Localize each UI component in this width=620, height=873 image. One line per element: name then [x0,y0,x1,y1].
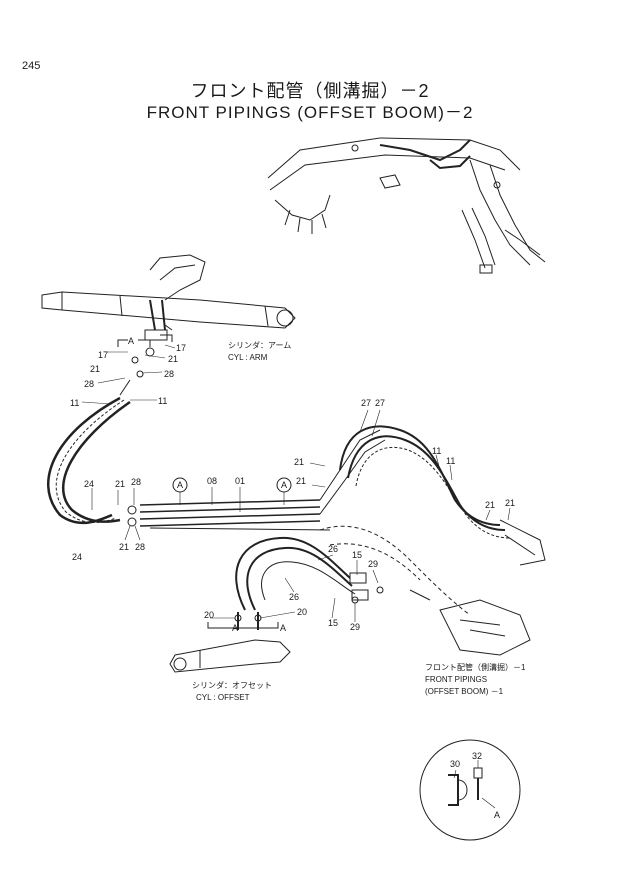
callout-circle-a2 [276,477,292,493]
reference-layout [409,589,531,656]
callout-27a: 27 [361,398,371,408]
page-number: 245 [22,60,41,72]
captions: シリンダ：アーム CYL : ARM シリンダ：オフセット CYL : OFFS… [192,340,526,702]
callout-a3: A [232,623,238,633]
caption-ref-jp: フロント配管（側溝掘）－1 [425,662,526,672]
callout-21g: 21 [485,500,495,510]
offset-boom-outline [319,525,471,616]
leader-lines [81,344,511,809]
offset-cylinder [169,612,291,673]
callout-30: 30 [450,759,460,769]
right-boom-end [499,519,546,566]
title-japanese: フロント配管（側溝掘）－2 [190,81,430,101]
callout-11c: 11 [432,446,441,456]
arm-fitting-detail [117,324,173,396]
callout-15b: 15 [328,618,338,628]
callout-24b: 24 [72,552,82,562]
callout-21h: 21 [505,498,515,508]
callout-17b: 17 [176,343,186,353]
callout-a4: A [280,623,286,633]
callout-circle-a1 [172,477,188,493]
callout-a1: A [177,480,183,490]
title-english: FRONT PIPINGS (OFFSET BOOM)－2 [146,103,474,122]
callout-a-arm: A [128,336,134,346]
hose-11-loop-inner [55,399,125,523]
callout-21f: 21 [296,476,306,486]
callout-24a: 24 [84,479,94,489]
caption-offset-en: CYL : OFFSET [196,693,250,702]
callout-11d: 11 [446,456,455,466]
callout-32: 32 [472,751,482,761]
callout-28a: 28 [164,369,174,379]
callout-27b: 27 [375,398,385,408]
excavator-front-overview [267,137,546,274]
caption-arm-en: CYL : ARM [228,353,268,362]
callout-26b: 26 [289,592,299,602]
callout-20b: 20 [297,607,307,617]
caption-ref-en1: FRONT PIPINGS [425,675,487,684]
hoses-26-15 [235,536,356,611]
callout-28c: 28 [131,477,141,487]
callout-17a: 17 [98,350,108,360]
arm-cylinder [41,254,296,341]
callout-26a: 26 [328,544,338,554]
caption-offset-jp: シリンダ：オフセット [192,680,272,690]
callout-08: 08 [207,476,217,486]
callout-28d: 28 [135,542,145,552]
callout-11a: 11 [70,398,79,408]
callout-11b: 11 [158,396,167,406]
callout-21c: 21 [115,479,125,489]
callout-a5: A [494,810,500,820]
hoses-27-11 [339,425,511,539]
clamp-detail [419,739,521,841]
callout-28b: 28 [84,379,94,389]
callout-21b: 21 [90,364,100,374]
callout-20a: 20 [204,610,214,620]
callout-a2: A [281,480,287,490]
caption-arm-jp: シリンダ：アーム [228,340,291,350]
boom-pipes [127,429,386,531]
callout-15a: 15 [352,550,362,560]
fittings-29 [349,572,384,604]
callout-29b: 29 [350,622,360,632]
callout-01: 01 [235,476,245,486]
caption-ref-en2: (OFFSET BOOM) －1 [425,687,504,696]
callout-29a: 29 [368,559,378,569]
callout-21d: 21 [119,542,129,552]
callout-21e: 21 [294,457,304,467]
callout-21a: 21 [168,354,178,364]
callout-labels: 17 A 17 21 21 28 28 11 11 24 24 21 28 21… [70,336,515,820]
